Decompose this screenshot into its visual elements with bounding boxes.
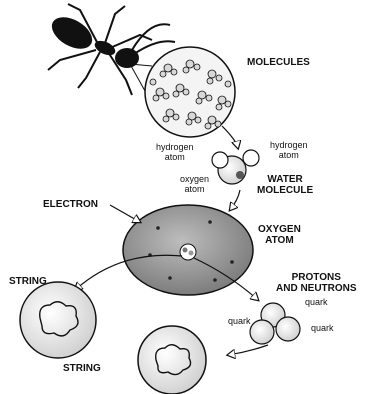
label-quark-top: quark <box>305 297 328 307</box>
water-molecule-shape <box>212 150 259 184</box>
label-electron: ELECTRON <box>43 199 98 210</box>
label-oxygen-atom-small: oxygen atom <box>180 174 209 194</box>
label-water-molecule: WATER MOLECULE <box>257 174 313 196</box>
label-quark-left: quark <box>228 316 251 326</box>
quark-cluster <box>250 303 300 344</box>
string-bottom-circle <box>138 326 206 394</box>
label-protons-neutrons: PROTONS AND NEUTRONS <box>276 272 357 294</box>
label-string-top: STRING <box>9 276 47 287</box>
label-hydrogen-atom-left: hydrogen atom <box>156 142 194 162</box>
label-string-bottom: STRING <box>63 363 101 374</box>
label-molecules: MOLECULES <box>247 57 310 68</box>
oxygen-atom-disc <box>123 205 253 295</box>
string-top-circle <box>20 282 96 358</box>
molecules-circle <box>145 47 235 137</box>
label-quark-bottom: quark <box>311 323 334 333</box>
label-oxygen-atom: OXYGEN ATOM <box>258 224 301 246</box>
label-hydrogen-atom-right: hydrogen atom <box>270 140 308 160</box>
